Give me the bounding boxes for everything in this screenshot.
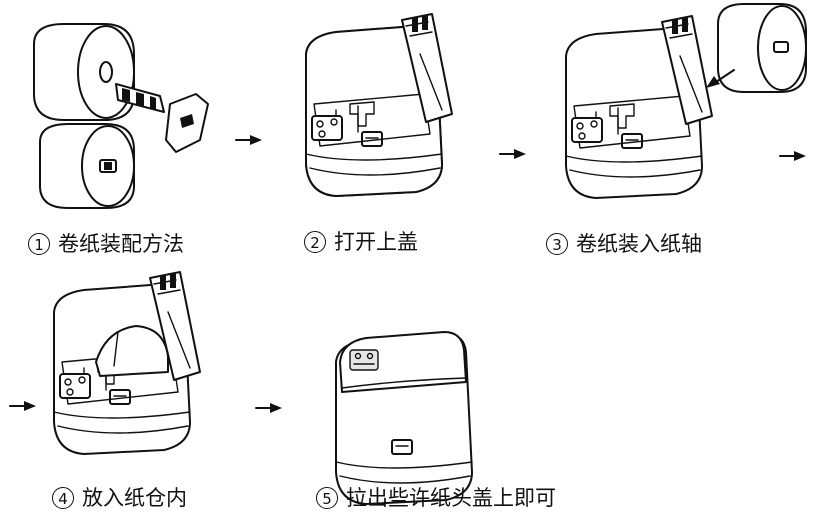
step1-caption: 1 卷纸装配方法 [28, 232, 184, 256]
step5-illustration [335, 331, 473, 505]
step4-illustration [53, 271, 201, 455]
paper-roll-3 [717, 3, 807, 93]
step1-number: 1 [28, 233, 50, 255]
step3-illustration [565, 15, 713, 199]
step2-text: 打开上盖 [334, 230, 418, 254]
arrow-2 [499, 148, 527, 160]
step2-number: 2 [304, 231, 326, 253]
paper-roll-1 [33, 23, 135, 121]
step5-number: 5 [316, 487, 338, 509]
step4-text: 放入纸仓内 [82, 486, 187, 510]
step2-illustration [305, 13, 453, 197]
arrow-5 [9, 400, 37, 412]
paper-roll-2 [39, 123, 135, 209]
arrow-1 [235, 134, 263, 146]
step5-caption: 5 拉出些许纸头盖上即可 [316, 486, 556, 510]
paper-spindle [115, 83, 209, 153]
arrow-6 [255, 402, 283, 414]
step5-text: 拉出些许纸头盖上即可 [346, 486, 556, 510]
arrow-4 [779, 150, 807, 162]
step3-caption: 3 卷纸装入纸轴 [546, 232, 702, 256]
step4-caption: 4 放入纸仓内 [52, 486, 187, 510]
arrow-3-diag [706, 69, 735, 88]
step4-number: 4 [52, 487, 74, 509]
step2-caption: 2 打开上盖 [304, 230, 418, 254]
step3-number: 3 [546, 233, 568, 255]
step3-text: 卷纸装入纸轴 [576, 232, 702, 256]
step1-illustration [33, 23, 209, 209]
step1-text: 卷纸装配方法 [58, 232, 184, 256]
